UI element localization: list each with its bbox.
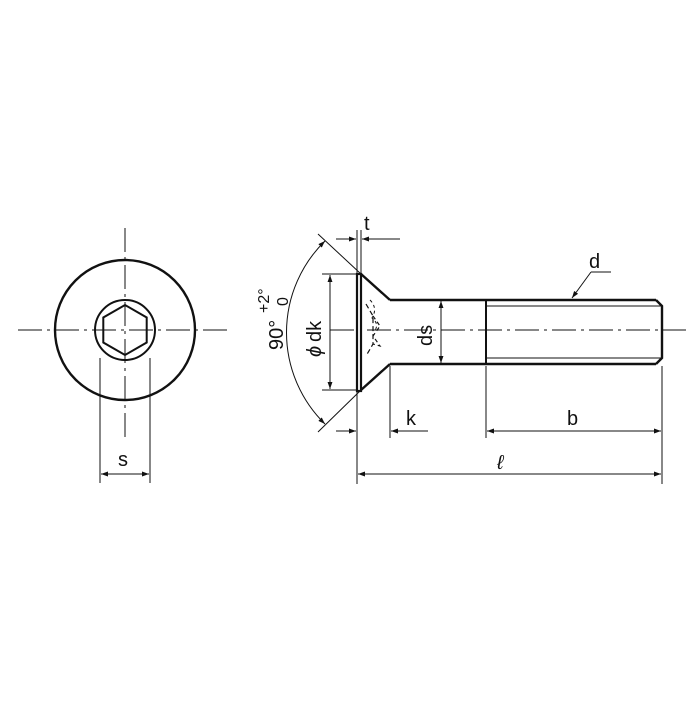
dk-label-group: ϕ dk	[304, 320, 326, 357]
cone-lower-edge	[360, 363, 391, 391]
d-label: d	[589, 251, 600, 273]
s-label: s	[118, 449, 128, 471]
length-label: ℓ	[496, 452, 505, 474]
head-top-face	[355, 272, 363, 393]
angle-tol-zero-label: 0	[275, 297, 292, 306]
b-label: b	[567, 408, 578, 430]
angle-arc	[286, 240, 326, 425]
hex-socket	[102, 303, 148, 357]
angle-label-group: 90° +2° 0	[256, 288, 292, 350]
side-view	[286, 230, 686, 484]
angle-tol-plus-label: +2°	[256, 288, 273, 313]
t-label: t	[364, 213, 370, 235]
angle-extension-lower	[317, 389, 362, 433]
angle-extension-upper	[317, 233, 362, 275]
socket-hidden-zigzag	[369, 299, 378, 333]
socket-hidden-bottom	[372, 315, 382, 348]
d-leader-diagonal	[571, 271, 592, 299]
socket-hidden-outline	[365, 303, 374, 357]
socket-chamfer-circle	[94, 299, 156, 361]
angle-label: 90°	[266, 320, 288, 350]
dk-label: dk	[304, 320, 326, 342]
k-label: k	[406, 408, 417, 430]
end-view	[18, 228, 232, 483]
phi-label: ϕ	[304, 346, 326, 357]
ds-label: ds	[415, 325, 437, 346]
bolt-end-chamfer	[655, 299, 664, 365]
head-outline-circle	[53, 258, 197, 402]
cone-upper-edge	[360, 273, 391, 301]
